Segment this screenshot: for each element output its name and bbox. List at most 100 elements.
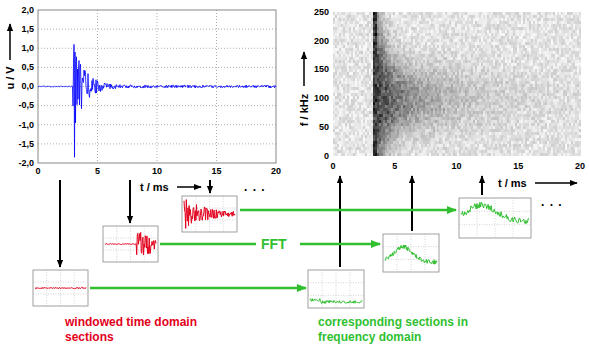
spectrogram-cell [349, 78, 351, 81]
spectrogram-cell [395, 30, 397, 33]
spectrogram-cell [381, 21, 383, 24]
spectrogram-cell [409, 99, 411, 102]
spectrogram-cell [369, 96, 371, 99]
spectrogram-cell [367, 12, 369, 15]
spectrogram-cell [379, 18, 381, 21]
spectrogram-cell [371, 60, 373, 63]
spectrogram-cell [335, 18, 337, 21]
spectrogram-cell [387, 102, 389, 105]
spectrogram-cell [395, 78, 397, 81]
spectrogram-cell [389, 48, 391, 51]
spectrogram-cell [341, 96, 343, 99]
spectrogram-cell [399, 96, 401, 99]
spectrogram-cell [413, 126, 415, 129]
spectrogram-cell [407, 69, 409, 72]
spectrogram-cell [413, 120, 415, 123]
spectrogram-cell [333, 96, 335, 99]
spectrogram-cell [387, 48, 389, 51]
spectrogram-cell [375, 45, 377, 48]
spectrogram-cell [375, 150, 377, 153]
spectrogram-cell [351, 54, 353, 57]
spectrogram-cell [397, 93, 399, 96]
spectrogram-cell [361, 114, 363, 117]
spectrogram-cell [391, 45, 393, 48]
spectrogram-cell [347, 15, 349, 18]
spectrogram-cell [335, 75, 337, 78]
spectrogram-cell [395, 69, 397, 72]
spectrogram-cell [333, 12, 335, 15]
spectrogram-cell [365, 45, 367, 48]
spectrogram-cell [387, 108, 389, 111]
spectrogram-cell [333, 75, 335, 78]
spectrogram-cell [345, 108, 347, 111]
spectrogram-cell [343, 135, 345, 138]
spectrogram-cell [377, 15, 379, 18]
spectrogram-cell [379, 123, 381, 126]
spectrogram-cell [369, 111, 371, 114]
spectrogram-cell [361, 153, 363, 156]
spectrogram-cell [375, 132, 377, 135]
spectrogram-cell [365, 84, 367, 87]
spectrogram-cell [343, 129, 345, 132]
spectrogram-cell [349, 27, 351, 30]
spectrogram-cell [349, 66, 351, 69]
spectrogram-cell [385, 15, 387, 18]
spectrogram-cell [411, 54, 413, 57]
spectrogram-cell [337, 123, 339, 126]
spectrogram-cell [357, 78, 359, 81]
spectrogram-cell [399, 129, 401, 132]
spectrogram-cell [375, 51, 377, 54]
spectrogram-cell [377, 12, 379, 15]
spectrogram-cell [375, 105, 377, 108]
spectrogram-cell [373, 33, 375, 36]
spectrogram-cell [361, 93, 363, 96]
spectrogram-cell [393, 90, 395, 93]
spectrogram-cell [389, 78, 391, 81]
spectrogram-cell [373, 36, 375, 39]
spectrogram-cell [335, 36, 337, 39]
spectrogram-cell [369, 39, 371, 42]
spectrogram-cell [389, 120, 391, 123]
spectrogram-cell [389, 15, 391, 18]
spectrogram-cell [357, 54, 359, 57]
spectrogram-cell [405, 138, 407, 141]
spectrogram-cell [347, 117, 349, 120]
spectrogram-cell [389, 87, 391, 90]
spectrogram-cell [365, 75, 367, 78]
spectrogram-cell [393, 63, 395, 66]
spectrogram-cell [333, 135, 335, 138]
spectrogram-cell [409, 153, 411, 156]
spectrogram-cell [397, 18, 399, 21]
spectrogram-cell [397, 114, 399, 117]
spectrogram-cell [395, 144, 397, 147]
spectrogram-cell [377, 114, 379, 117]
spectrogram-cell [383, 144, 385, 147]
spectrogram-cell [377, 90, 379, 93]
spectrogram-cell [381, 135, 383, 138]
spectrogram-cell [333, 90, 335, 93]
spectrogram-cell [379, 129, 381, 132]
spectrogram-cell [369, 42, 371, 45]
spectrogram-cell [389, 42, 391, 45]
spectrogram-cell [357, 84, 359, 87]
spectrogram-cell [361, 129, 363, 132]
spectrogram-cell [349, 18, 351, 21]
spectrogram-cell [341, 69, 343, 72]
spectrogram-cell [353, 81, 355, 84]
spectrogram-cell [367, 108, 369, 111]
spectrogram-cell [333, 147, 335, 150]
spectrogram-cell [413, 147, 415, 150]
spectrogram-cell [407, 72, 409, 75]
spectrogram-cell [369, 30, 371, 33]
spectrogram-cell [355, 102, 357, 105]
spectrogram-cell [383, 36, 385, 39]
spectrogram-cell [333, 132, 335, 135]
spectrogram-cell [349, 120, 351, 123]
spectrogram-cell [381, 93, 383, 96]
spectrogram-cell [353, 12, 355, 15]
spectrogram-cell [337, 72, 339, 75]
spectrogram-cell [399, 12, 401, 15]
spectrogram-cell [371, 66, 373, 69]
spectrogram-cell [355, 48, 357, 51]
spectrogram-cell [413, 96, 415, 99]
